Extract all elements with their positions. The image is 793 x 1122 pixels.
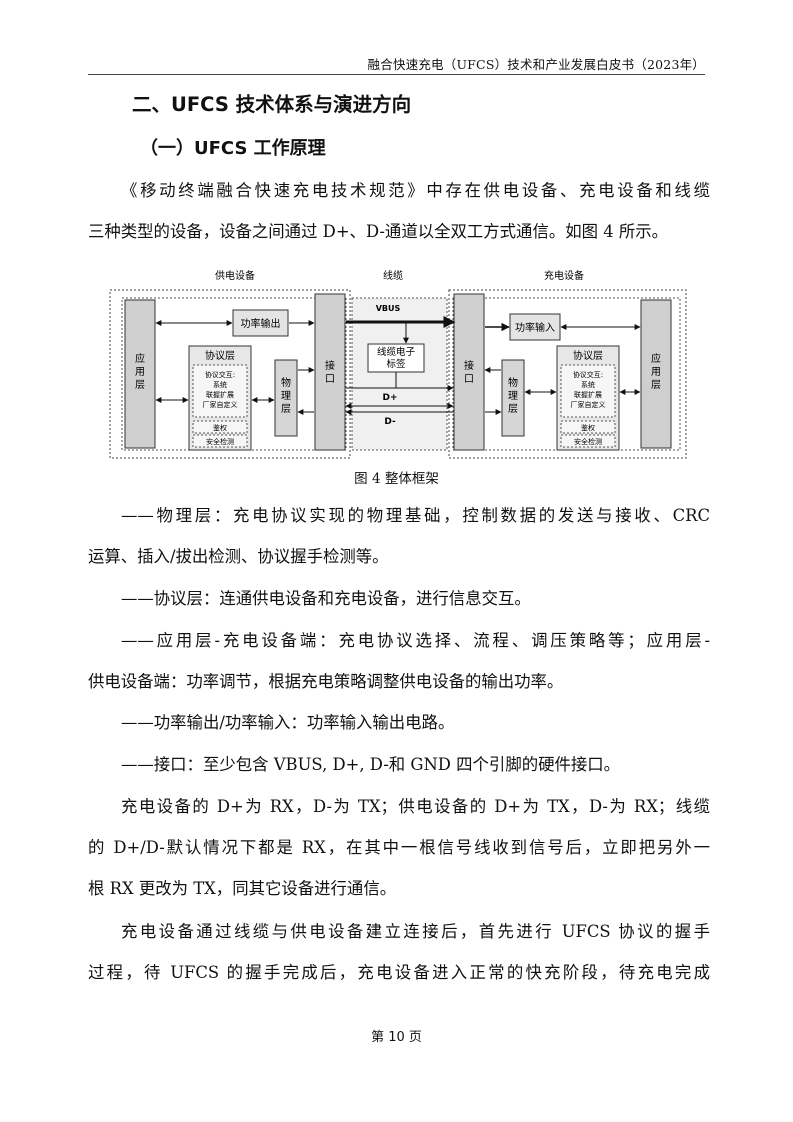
paragraph-app-line2: 供电设备端：功率调节，根据充电策略调整供电设备的输出功率。 xyxy=(88,672,564,691)
supply-interface-box xyxy=(314,293,346,451)
section-title: 二、UFCS 技术体系与演进方向 xyxy=(132,93,412,116)
supply-security-label: 安全检测 xyxy=(206,437,234,446)
power-output-box xyxy=(232,309,289,337)
paragraph-handshake-line2: 过程，待 UFCS 的握手完成后，充电设备进入正常的快充阶段，待充电完成 xyxy=(88,963,710,982)
emarker-label-1: 线缆电子 xyxy=(377,346,416,358)
figure-overall-framework: 供电设备 线缆 充电设备 应用层 功率输出 协议层 协议交互: 系统 联握扩展 … xyxy=(108,264,688,464)
supply-auth-label: 鉴权 xyxy=(213,423,227,432)
charge-app-layer-label: 应用层 xyxy=(651,352,661,391)
dplus-label: D+ xyxy=(382,393,397,403)
charge-security-box xyxy=(560,434,616,448)
paragraph-handshake-line1: 充电设备通过线缆与供电设备建立连接后，首先进行 UFCS 协议的握手 xyxy=(121,922,710,941)
dminus-label: D- xyxy=(384,417,396,427)
charge-protocol-detail-box xyxy=(560,364,616,418)
vbus-label: VBUS xyxy=(376,304,401,313)
label-cable: 线缆 xyxy=(383,269,403,282)
paragraph-intro-line1: 《移动终端融合快速充电技术规范》中存在供电设备、充电设备和线缆 xyxy=(121,181,710,200)
paragraph-physical-line2: 运算、插入/拔出检测、协议握手检测等。 xyxy=(88,547,389,566)
supply-protocol-detail-4: 厂家自定义 xyxy=(203,400,238,409)
emarker-label-2: 标签 xyxy=(386,358,406,370)
page-number: 第 10 页 xyxy=(371,1030,422,1045)
supply-security-box xyxy=(192,434,248,448)
charge-protocol-layer-label: 协议层 xyxy=(573,349,603,362)
paragraph-physical-line1: ——物理层：充电协议实现的物理基础，控制数据的发送与接收、CRC xyxy=(121,506,710,525)
supply-protocol-layer-label: 协议层 xyxy=(205,349,235,362)
charge-app-layer-box xyxy=(640,299,672,449)
power-input-label: 功率输入 xyxy=(515,321,555,334)
charge-protocol-detail-4: 厂家自定义 xyxy=(571,400,606,409)
power-output-label: 功率输出 xyxy=(241,317,281,330)
paragraph-intro-line2: 三种类型的设备，设备之间通过 D+、D-通道以全双工方式通信。如图 4 所示。 xyxy=(88,222,669,241)
subsection-title: （一）UFCS 工作原理 xyxy=(140,138,326,159)
supply-app-layer-label: 应用层 xyxy=(135,352,145,391)
label-charge-device: 充电设备 xyxy=(544,269,584,282)
paragraph-protocol: ——协议层：连通供电设备和充电设备，进行信息交互。 xyxy=(121,589,531,608)
charge-protocol-detail-1: 协议交互: xyxy=(573,370,603,379)
charge-security-label: 安全检测 xyxy=(574,437,602,446)
running-header: 融合快速充电（UFCS）技术和产业发展白皮书（2023年） xyxy=(367,57,705,72)
charge-interface-box xyxy=(453,293,485,451)
paragraph-rx-line2: 的 D+/D-默认情况下都是 RX，在其中一根信号线收到信号后，立即把另外一 xyxy=(88,838,710,857)
paragraph-interface: ——接口：至少包含 VBUS, D+, D-和 GND 四个引脚的硬件接口。 xyxy=(121,755,621,774)
supply-physical-layer-box xyxy=(274,359,298,437)
supply-app-layer-box xyxy=(124,299,156,449)
charge-physical-layer-label: 物理层 xyxy=(508,376,518,415)
power-input-box xyxy=(509,313,561,341)
supply-interface-label: 接口 xyxy=(325,359,335,385)
supply-physical-layer-label: 物理层 xyxy=(281,376,291,415)
framework-diagram: 供电设备 线缆 充电设备 应用层 功率输出 协议层 协议交互: 系统 联握扩展 … xyxy=(109,269,687,459)
paragraph-app-line1: ——应用层-充电设备端：充电协议选择、流程、调压策略等；应用层- xyxy=(121,631,710,650)
supply-protocol-detail-1: 协议交互: xyxy=(205,370,235,379)
paragraph-power: ——功率输出/功率输入：功率输入输出电路。 xyxy=(121,713,455,732)
supply-protocol-detail-box xyxy=(192,364,248,418)
charge-auth-box xyxy=(560,420,616,434)
header-rule xyxy=(88,74,705,75)
emarker-box xyxy=(367,343,425,373)
charge-auth-label: 鉴权 xyxy=(581,423,595,432)
supply-protocol-detail-3: 联握扩展 xyxy=(206,390,234,399)
charge-protocol-detail-2: 系统 xyxy=(581,380,595,389)
label-supply-device: 供电设备 xyxy=(215,269,255,282)
paragraph-rx-line1: 充电设备的 D+为 RX，D-为 TX；供电设备的 D+为 TX，D-为 RX；… xyxy=(121,797,710,816)
paragraph-rx-line3: 根 RX 更改为 TX，同其它设备进行通信。 xyxy=(88,879,397,898)
figure-caption: 图 4 整体框架 xyxy=(354,471,439,487)
supply-auth-box xyxy=(192,420,248,434)
charge-protocol-detail-3: 联握扩展 xyxy=(574,390,602,399)
charge-physical-layer-box xyxy=(501,359,525,437)
supply-protocol-detail-2: 系统 xyxy=(213,380,227,389)
charge-interface-label: 接口 xyxy=(464,359,474,385)
